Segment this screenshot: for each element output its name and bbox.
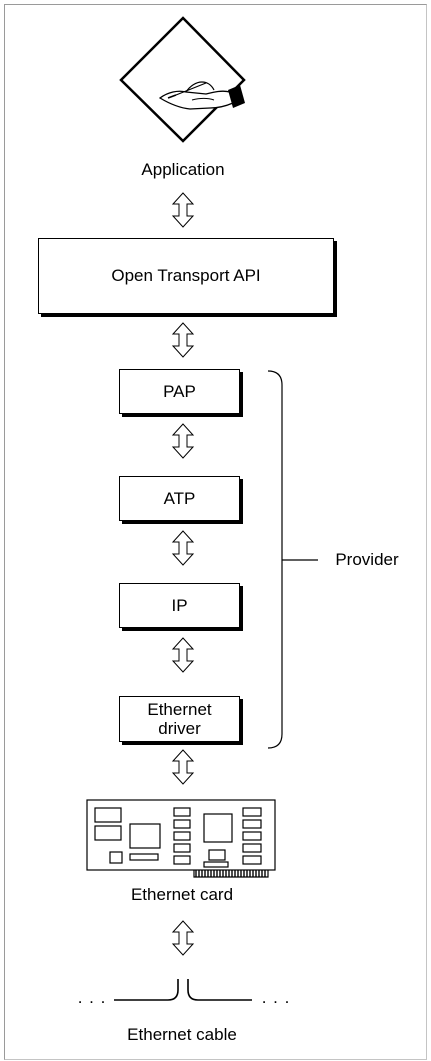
ethernet-driver-label-line2: driver [158, 719, 201, 738]
atp-box: ATP [119, 476, 240, 521]
arrow-atp-ip-icon [172, 530, 194, 566]
pap-box: PAP [119, 369, 240, 414]
ethernet-driver-box: Ethernet driver [119, 696, 240, 742]
arrow-api-pap-icon [172, 322, 194, 358]
arrow-pap-atp-icon [172, 423, 194, 459]
ethernet-cable-icon [114, 979, 252, 1001]
ip-label: IP [171, 595, 188, 615]
cable-dots-right: . . . [261, 988, 291, 1007]
api-label: Open Transport API [111, 266, 261, 285]
arrow-ip-driver-icon [172, 637, 194, 673]
api-box: Open Transport API [38, 238, 334, 314]
provider-brace [267, 370, 318, 749]
ethernet-card-label: Ethernet card [130, 885, 234, 904]
ethernet-cable-label: Ethernet cable [127, 1025, 237, 1044]
atp-label: ATP [163, 488, 196, 508]
ethernet-driver-label-line1: Ethernet [147, 700, 212, 719]
ip-box: IP [119, 583, 240, 628]
application-icon [119, 16, 246, 143]
diagram-frame [4, 4, 427, 1060]
provider-label: Provider [335, 550, 399, 569]
arrow-app-api-icon [172, 192, 194, 228]
pap-label: PAP [163, 381, 196, 401]
cable-dots-left: . . . [77, 988, 107, 1007]
arrow-card-cable-icon [172, 920, 194, 956]
arrow-driver-card-icon [172, 749, 194, 785]
application-label: Application [141, 160, 225, 179]
ethernet-card-icon [86, 799, 276, 878]
